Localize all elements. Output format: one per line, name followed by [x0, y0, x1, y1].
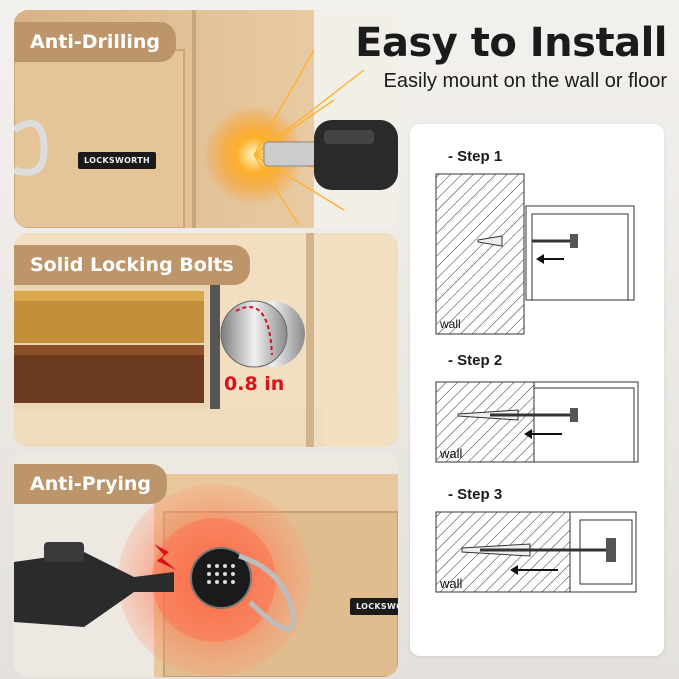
anti-prying-panel: Anti-Prying LOCKSWORTH — [14, 452, 398, 677]
step-1-wall-label: wall — [440, 317, 461, 331]
step-2-wall-label: wall — [440, 446, 463, 461]
bolt-thickness: 0.8 in — [224, 373, 285, 395]
step-3-diagram — [435, 511, 637, 593]
keypad-icon — [190, 547, 297, 632]
bolt-icon — [220, 300, 305, 368]
wrench-icon — [14, 542, 174, 627]
books — [14, 291, 204, 403]
drill-icon — [263, 120, 398, 190]
anti-drilling-label: Anti-Drilling — [14, 22, 177, 62]
step-3-label: - Step 3 — [448, 486, 503, 503]
anti-prying-label: Anti-Prying — [14, 464, 168, 504]
step-2-label: - Step 2 — [448, 352, 503, 369]
solid-bolts-label: Solid Locking Bolts — [14, 245, 250, 285]
safe-handle — [14, 119, 48, 176]
install-subtitle: Easily mount on the wall or floor — [383, 70, 667, 92]
solid-bolts-panel: Solid Locking Bolts 0.8 in — [14, 233, 398, 447]
anti-drilling-panel: Anti-Drilling LOCKSWORTH — [14, 10, 398, 228]
brand-badge-2: LOCKSWORTH — [350, 598, 398, 615]
step-1-diagram — [435, 173, 635, 335]
install-steps-card: - Step 1 wall - Step 2 wall - Step 3 wal… — [410, 124, 664, 656]
install-diagrams — [435, 173, 639, 593]
brand-badge: LOCKSWORTH — [78, 152, 157, 169]
step-2-diagram — [435, 381, 639, 463]
step-1-label: - Step 1 — [448, 148, 503, 165]
step-3-wall-label: wall — [440, 576, 463, 591]
install-title: Easy to Install — [355, 20, 667, 66]
